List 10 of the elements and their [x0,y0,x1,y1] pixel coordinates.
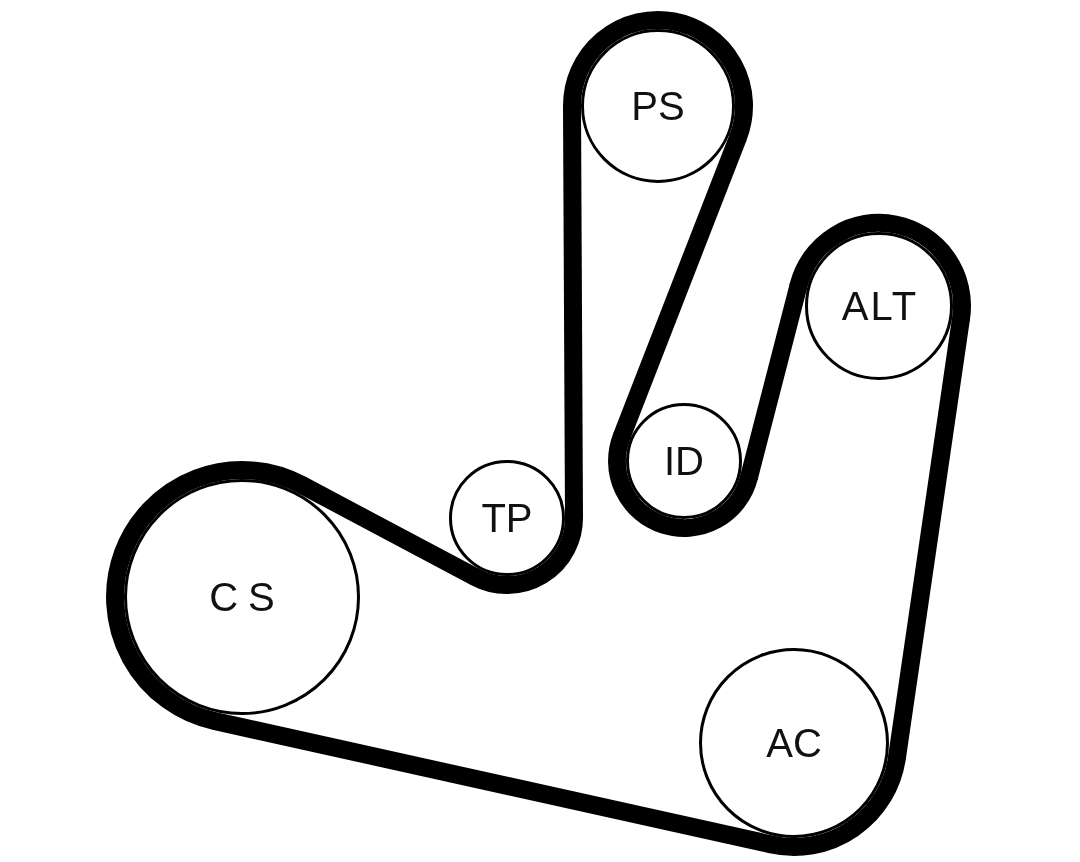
pulley-label: ID [664,441,704,481]
belt-segment [563,106,583,518]
belt-segment [888,316,970,760]
pulley-label: AC [766,723,822,763]
belt-segment [740,282,808,481]
pulley-label: TP [481,498,533,538]
pulley-label: ALT [840,286,919,326]
pulley-label: PS [631,86,685,126]
pulley-label: CS [208,577,285,617]
belt-segment [297,476,480,586]
